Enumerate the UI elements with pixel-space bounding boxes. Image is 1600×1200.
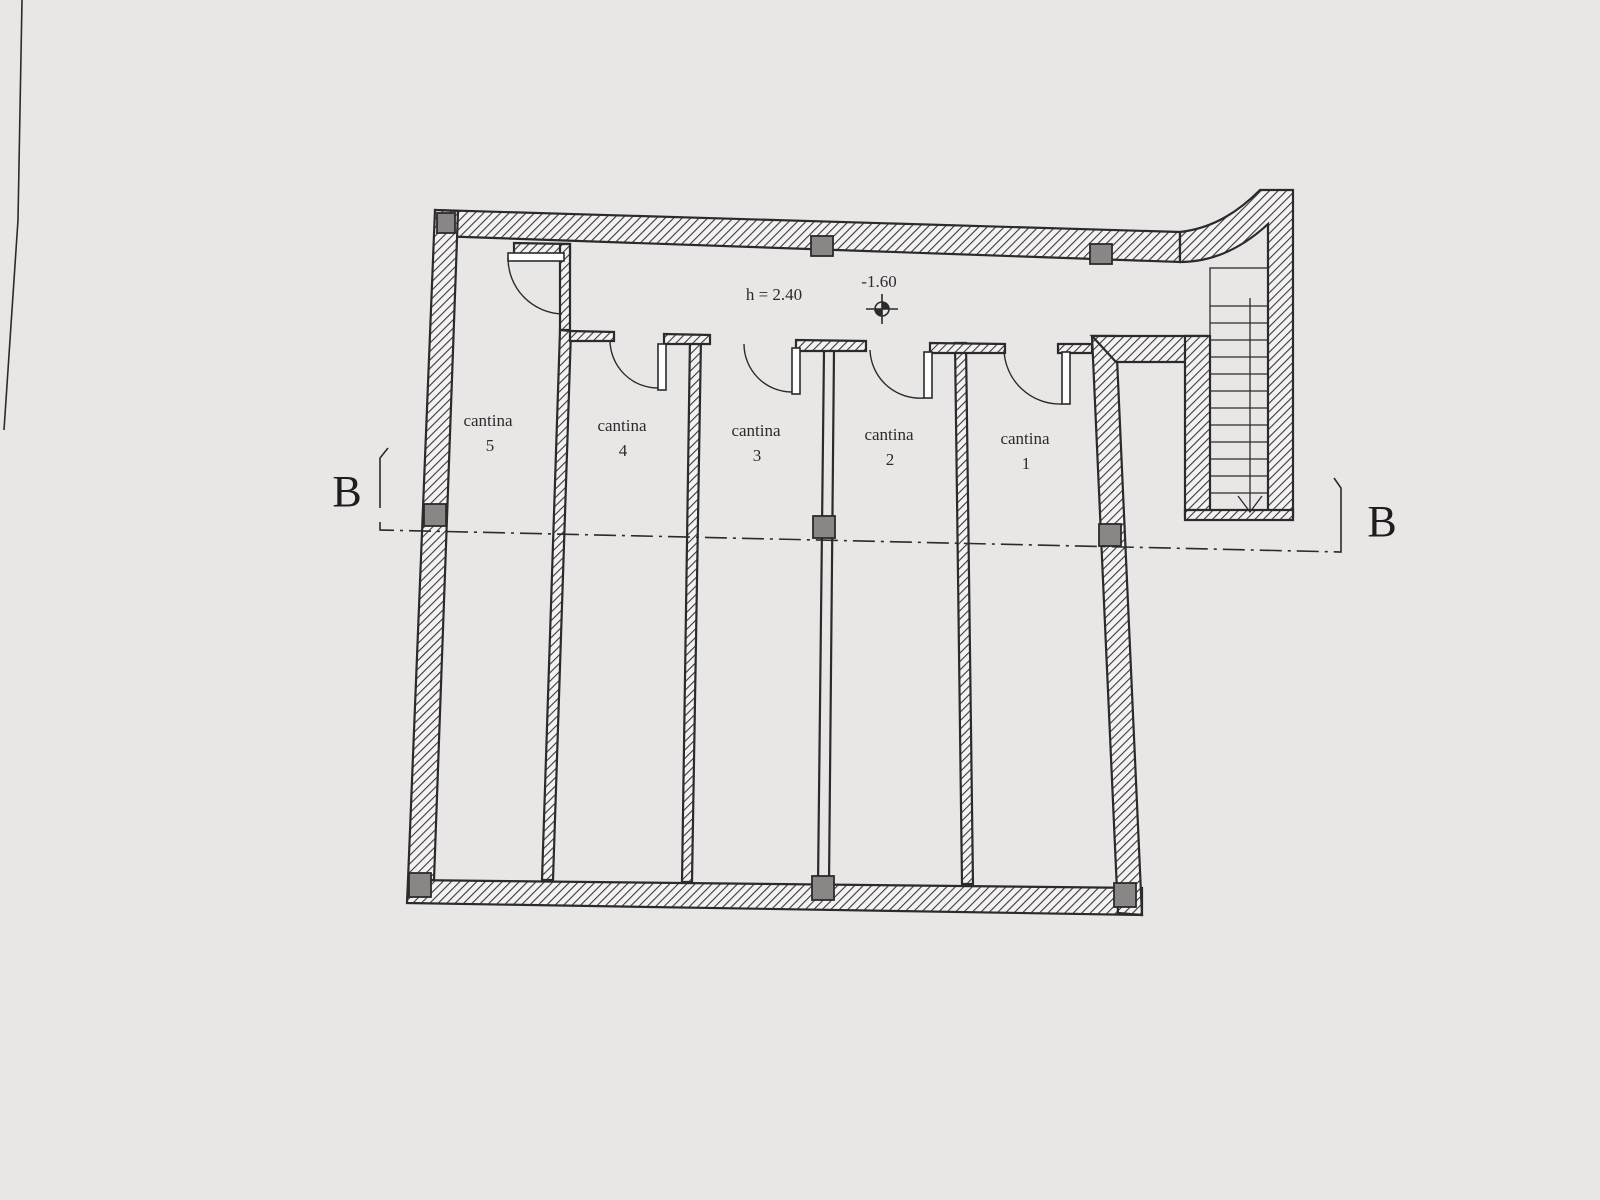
room-label-number: 1 xyxy=(1022,454,1031,473)
doors xyxy=(507,252,1071,405)
room-label-name: cantina xyxy=(597,416,647,435)
staircase xyxy=(1209,267,1269,511)
level-label: -1.60 xyxy=(861,272,896,291)
partition-walls xyxy=(540,328,1094,886)
stair-well xyxy=(1209,267,1269,511)
section-mark-right: B xyxy=(1367,497,1396,546)
room-label-name: cantina xyxy=(731,421,781,440)
section-line-b-b xyxy=(379,447,1342,553)
pillars xyxy=(408,212,1137,908)
room-label-number: 3 xyxy=(753,446,762,465)
door-1 xyxy=(1003,349,1071,405)
room-labels: cantina 5 cantina 4 cantina 3 cantina 2 … xyxy=(463,411,1050,473)
crosshair-level-icon xyxy=(866,294,898,324)
door-4 xyxy=(609,339,667,391)
room-label-name: cantina xyxy=(864,425,914,444)
room-label-name: cantina xyxy=(1000,429,1050,448)
room-label-name: cantina xyxy=(463,411,513,430)
section-mark-left: B xyxy=(332,467,361,516)
height-label: h = 2.40 xyxy=(746,285,802,304)
door-2 xyxy=(869,349,933,399)
room-label-number: 5 xyxy=(486,436,495,455)
room-label-number: 2 xyxy=(886,450,895,469)
door-5 xyxy=(507,252,565,315)
room-label-number: 4 xyxy=(619,441,628,460)
paper-edge-line xyxy=(3,0,23,431)
outer-walls xyxy=(405,188,1295,917)
door-3 xyxy=(743,343,801,395)
arrow-down-icon xyxy=(1237,298,1263,514)
